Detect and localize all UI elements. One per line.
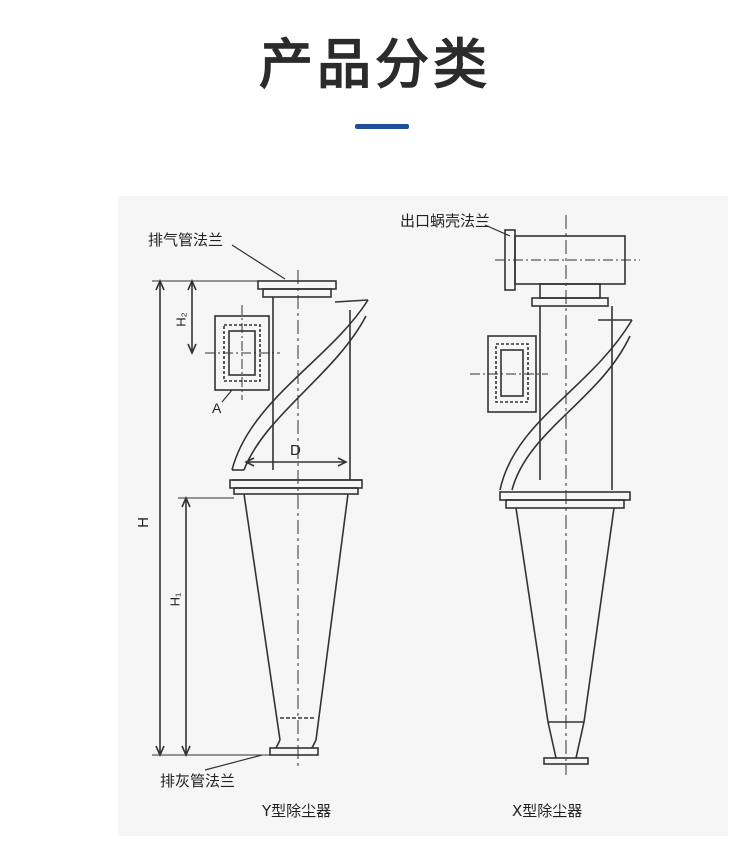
drawing-panel	[118, 196, 728, 836]
dim-a: A	[212, 400, 222, 416]
exhaust-flange-label: 排气管法兰	[148, 231, 224, 249]
dim-d: D	[290, 442, 301, 459]
dim-h2: H₂	[173, 312, 189, 327]
y-type-drawing	[152, 244, 369, 771]
ash-flange-label: 排灰管法兰	[160, 772, 236, 790]
page-title: 产品分类	[259, 33, 491, 96]
title-underline	[355, 124, 409, 129]
outlet-volute-flange-label: 出口蜗壳法兰	[400, 212, 491, 230]
dim-h1: H₁	[167, 592, 183, 607]
dim-h: H	[134, 517, 152, 528]
x-type-label: X型除尘器	[512, 802, 583, 820]
x-type-drawing	[470, 215, 640, 775]
y-type-label: Y型除尘器	[262, 802, 332, 820]
